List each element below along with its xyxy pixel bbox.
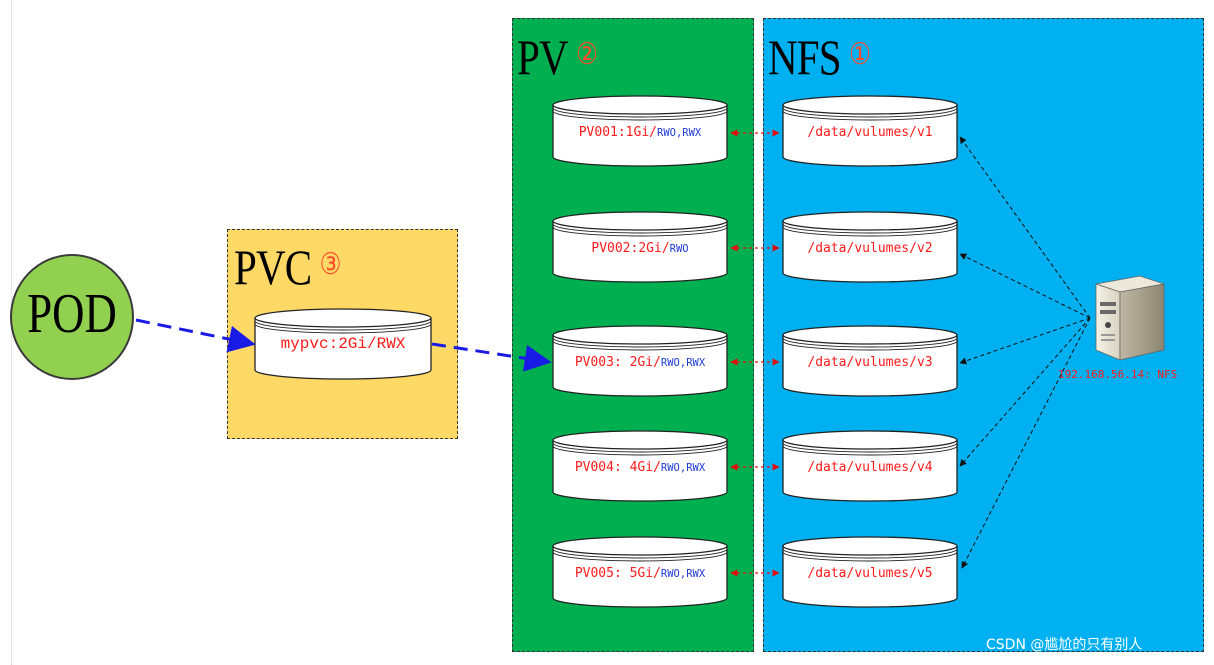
pv-volume-name: PV004: 4Gi/ [574, 460, 661, 475]
pod-label: POD [27, 283, 117, 345]
server-to-v2-link [959, 253, 1091, 319]
disk-cylinder-icon [552, 430, 728, 502]
pv-volume-label-3: PV003: 2Gi/RWO,RWX [552, 355, 728, 370]
pv-volume-label-5: PV005: 5Gi/RWO,RWX [552, 566, 728, 581]
nfs-title-text: NFS [768, 29, 842, 85]
pv-volume-modes: RWO,RWX [657, 127, 702, 139]
nfs-disk-3: /data/vulumes/v3 [782, 325, 958, 397]
pv-disk-5: PV005: 5Gi/RWO,RWX [552, 536, 728, 608]
nfs-export-label-5: /data/vulumes/v5 [807, 566, 933, 581]
pv-disk-3: PV003: 2Gi/RWO,RWX [552, 325, 728, 397]
disk-cylinder-icon [552, 536, 728, 608]
nfs-disk-4: /data/vulumes/v4 [782, 430, 958, 502]
disk-cylinder-icon [782, 536, 958, 608]
pod-node: POD [10, 254, 134, 380]
pv-volume-label-1: PV001:1Gi/RWO,RWX [552, 125, 728, 140]
pv-volume-name: PV002:2Gi/ [591, 241, 670, 256]
disk-cylinder-icon [782, 95, 958, 167]
nfs-disk-2: /data/vulumes/v2 [782, 211, 958, 283]
pv-disk-2: PV002:2Gi/RWO [552, 211, 728, 283]
disk-cylinder-icon [552, 95, 728, 167]
server-to-v3-link [959, 317, 1091, 365]
disk-cylinder-icon [552, 211, 728, 283]
pv-volume-modes: RWO,RWX [660, 357, 706, 369]
nfs-export-label-4: /data/vulumes/v4 [807, 460, 933, 475]
nfs-export-label-1: /data/vulumes/v1 [807, 125, 933, 140]
pv-disk-4: PV004: 4Gi/RWO,RWX [552, 430, 728, 502]
pv-volume-label-2: PV002:2Gi/RWO [552, 241, 728, 256]
pvc-step-number: ③ [319, 247, 341, 282]
nfs-server-label: 192.168.56.14: NFS [1058, 368, 1178, 381]
pvc-disk: mypvc:2Gi/RWX [254, 308, 432, 380]
pv-volume-name: PV001:1Gi/ [578, 125, 657, 140]
pv-step-number: ② [575, 37, 598, 72]
disk-cylinder-icon [552, 325, 728, 397]
server-to-v1-link [959, 136, 1091, 319]
nfs-export-label-2: /data/vulumes/v2 [807, 241, 933, 256]
nfs-step-number: ① [848, 37, 871, 72]
pv-volume-modes: RWO,RWX [660, 462, 706, 474]
server-to-v5-link [961, 317, 1091, 569]
pvc-title-text: PVC [234, 239, 312, 295]
pod-to-pvc-arrow [135, 318, 256, 353]
pv-volume-modes: RWO [669, 243, 689, 255]
pv-disk-1: PV001:1Gi/RWO,RWX [552, 95, 728, 167]
csdn-watermark: CSDN @尴尬的只有别人 [986, 637, 1143, 653]
pvc-to-pv-arrow [431, 342, 552, 372]
server-to-v4-link [959, 317, 1091, 467]
pv-title-text: PV [517, 29, 569, 85]
pv-volume-name: PV003: 2Gi/ [574, 355, 661, 370]
nfs-export-label-3: /data/vulumes/v3 [807, 355, 933, 370]
disk-cylinder-icon [254, 308, 432, 380]
disk-cylinder-icon [782, 325, 958, 397]
server-icon [1095, 275, 1165, 361]
disk-cylinder-icon [782, 430, 958, 502]
nfs-disk-1: /data/vulumes/v1 [782, 95, 958, 167]
pv-volume-label-4: PV004: 4Gi/RWO,RWX [552, 460, 728, 475]
pv-volume-modes: RWO,RWX [660, 568, 706, 580]
pvc-claim-label: mypvc:2Gi/RWX [280, 335, 406, 353]
nfs-disk-5: /data/vulumes/v5 [782, 536, 958, 608]
disk-cylinder-icon [782, 211, 958, 283]
pv-volume-name: PV005: 5Gi/ [574, 566, 661, 581]
